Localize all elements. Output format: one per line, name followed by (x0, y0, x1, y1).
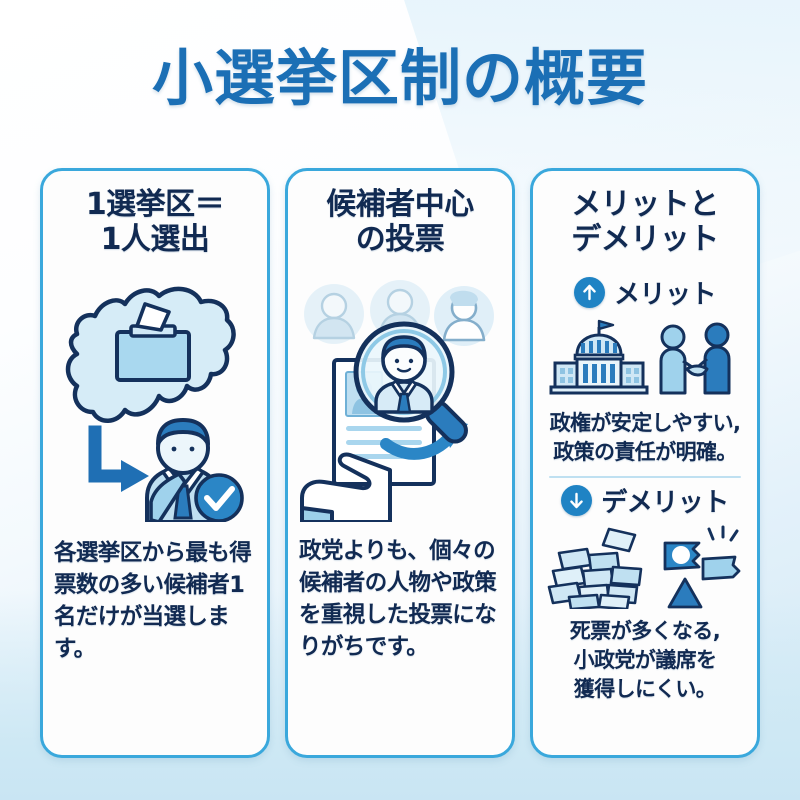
card-row: 1選挙区＝ 1人選出 (40, 168, 760, 758)
page-title: 小選挙区制の概要 (151, 43, 648, 114)
card-heading: 1選挙区＝ 1人選出 (85, 187, 225, 258)
card-heading: メリットと デメリット (571, 187, 719, 258)
arrow-up-icon (573, 276, 605, 308)
card-heading-line1: メリットと (571, 187, 719, 222)
demerit-illustration (547, 525, 743, 609)
card-heading-line2: 1人選出 (100, 222, 210, 258)
candidate-avatar-icon (434, 285, 494, 346)
candidates-magnifier-profile-svg (300, 279, 494, 522)
section-divider (549, 475, 741, 478)
card-district-seat: 1選挙区＝ 1人選出 (40, 168, 270, 758)
merit-badge: メリット (573, 274, 717, 311)
demerit-badge: デメリット (561, 482, 729, 519)
district-map-illustration (55, 272, 255, 522)
magnifier-icon (353, 321, 468, 444)
card-heading-line1: 候補者中心 (326, 187, 474, 222)
card-heading: 候補者中心 の投票 (326, 187, 474, 258)
merit-body-line1: 政権が安定しやすい, (549, 410, 741, 435)
demerit-badge-label: デメリット (601, 487, 729, 518)
merit-badge-label: メリット (613, 279, 717, 310)
elbow-arrow-icon (88, 425, 134, 483)
card-body-text: 各選挙区から最も得票数の多い候補者1名だけが当選します。 (54, 539, 252, 662)
triangle-icon (667, 577, 703, 609)
parliament-building-icon (549, 319, 649, 395)
elbow-arrow-head (121, 459, 149, 492)
card-heading-line2: デメリット (571, 222, 719, 258)
arrow-up-glyph (583, 284, 596, 300)
parliament-handshake-svg (549, 319, 731, 395)
district-map-ballot-box-winner-svg (65, 286, 244, 522)
discarded-ballots-pile-icon (547, 527, 643, 609)
merit-body: 政権が安定しやすい, 政策の責任が明確。 (550, 409, 741, 467)
demerit-body-line2: 小政党が議席を (573, 647, 717, 672)
ballot-paper-icon (135, 301, 171, 332)
candidate-selection-illustration (298, 276, 502, 522)
flag-icon (597, 319, 615, 330)
arrow-down-glyph (570, 492, 584, 508)
wasted-votes-torn-ballot-svg (547, 525, 741, 609)
demerit-body-line3: 獲得しにくい。 (573, 676, 717, 701)
hand-icon (300, 452, 392, 522)
card-candidate-centered: 候補者中心 の投票 (285, 168, 515, 758)
candidate-avatar-icon (304, 283, 364, 344)
merit-body-line2: 政策の責任が明確。 (553, 439, 737, 464)
demerit-body: 死票が多くなる, 小政党が議席を 獲得しにくい。 (569, 617, 721, 704)
demerit-body-line1: 死票が多くなる, (569, 618, 721, 643)
merit-section: メリット (545, 274, 745, 467)
handshake-people-icon (659, 322, 731, 395)
card-merits-demerits: メリットと デメリット メリット (530, 168, 760, 758)
demerit-section: デメリット (545, 482, 745, 704)
ballot-box-icon (115, 329, 191, 382)
card-heading-line1: 1選挙区＝ (85, 187, 225, 222)
check-badge-icon (194, 472, 244, 522)
card-body-text: 政党よりも、個々の候補者の人物や政策を重視した投票になりがちです。 (299, 537, 497, 660)
card-heading-line2: の投票 (355, 222, 445, 258)
merit-illustration (547, 319, 743, 401)
torn-ballot-icon (663, 525, 741, 581)
arrow-down-icon (561, 484, 593, 516)
